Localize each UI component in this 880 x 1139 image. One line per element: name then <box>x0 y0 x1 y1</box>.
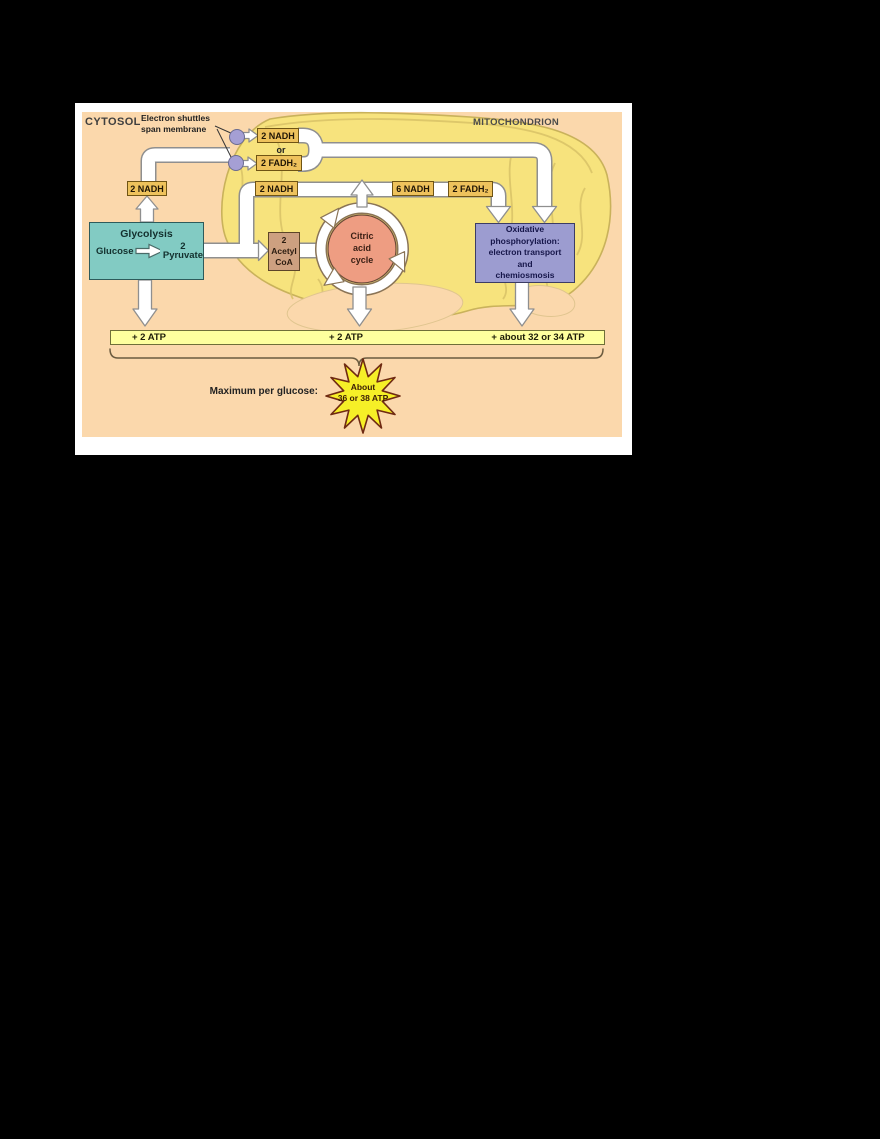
atp-citric: + 2 ATP <box>328 332 364 343</box>
electron-shuttles-line2: span membrane <box>141 124 207 134</box>
citric-fadh2-box: 2 FADH₂ <box>448 181 493 197</box>
citric-circle <box>327 214 397 284</box>
arrow-nadh-to-oxphos <box>485 205 512 224</box>
atp-starburst <box>325 358 401 434</box>
citric-line1: Citric <box>350 231 374 241</box>
shuttle-pointer-line-2 <box>216 128 233 160</box>
oxphos-line3: electron transport <box>488 247 562 258</box>
glycolysis-title: Glycolysis <box>120 228 173 240</box>
arrow-citric-to-atp <box>346 286 373 327</box>
arrow-shuttles-to-oxphos <box>531 205 558 224</box>
citric-cycle-label: Citric acid cycle <box>334 230 390 266</box>
electron-shuttles-note: Electron shuttles span membrane <box>141 113 227 135</box>
maximum-per-glucose-label: Maximum per glucose: <box>209 386 318 397</box>
shuttle-nadh-box: 2 NADH <box>257 128 299 143</box>
starburst-line1: About <box>350 382 376 392</box>
pyruvate-count: 2 <box>180 241 186 252</box>
citric-line3: cycle <box>350 255 374 265</box>
oxphos-line2: phosphorylation: <box>490 235 560 246</box>
pyruvate-stack: 2 Pyruvate <box>162 241 203 261</box>
atp-oxphos: + about 32 or 34 ATP <box>491 332 585 343</box>
oxphos-line4: and <box>517 258 533 269</box>
figure-panel: CYTOSOL MITOCHONDRION Electron shuttles … <box>75 103 632 455</box>
summary-brace <box>109 348 604 367</box>
or-label: or <box>276 145 286 155</box>
atp-totals-bar: + 2 ATP + 2 ATP + about 32 or 34 ATP <box>110 330 605 345</box>
arrow-citric-to-nadh <box>350 179 374 208</box>
acetyl-line2: CoA <box>275 257 293 267</box>
glycolysis-reaction: Glucose 2 Pyruvate <box>90 241 203 261</box>
atp-glycolysis: + 2 ATP <box>131 332 167 343</box>
pyruvate-oxidation-nadh-box: 2 NADH <box>255 181 298 196</box>
pyruvate-label: Pyruvate <box>162 250 203 261</box>
citric-ring-arrows <box>320 207 406 286</box>
oxphos-line1: Oxidative <box>505 224 545 235</box>
arrow-glycolysis-to-nadh <box>135 195 159 223</box>
flow-arrows <box>132 128 558 327</box>
cytosol-label: CYTOSOL <box>85 116 141 128</box>
acetyl-coa-box: 2 Acetyl CoA <box>268 232 300 271</box>
glycolysis-nadh-box: 2 NADH <box>127 181 167 196</box>
shuttle-fadh2-box: 2 FADH₂ <box>256 155 302 171</box>
citric-nadh-box: 6 NADH <box>392 181 434 196</box>
electron-shuttle-dot-2 <box>228 155 244 171</box>
starburst-text: About 36 or 38 ATP <box>327 382 399 404</box>
glycolysis-box: Glycolysis Glucose 2 Pyruvate <box>89 222 204 280</box>
inner-membrane-line <box>264 118 593 174</box>
acetyl-count: 2 <box>281 235 287 245</box>
oxphos-line5: chemiosmosis <box>495 270 555 281</box>
glucose-label: Glucose <box>96 245 134 257</box>
arrow-oxphos-to-atp <box>509 279 535 327</box>
mitochondrion-label: MITOCHONDRION <box>473 117 560 128</box>
electron-shuttle-dot-1 <box>229 129 245 145</box>
arrow-glycolysis-to-atp <box>132 279 158 327</box>
electron-shuttles-line1: Electron shuttles <box>141 113 210 123</box>
citric-line2: acid <box>352 243 371 253</box>
acetyl-line1: Acetyl <box>271 246 297 256</box>
arrow-to-acetyl <box>257 239 270 262</box>
shuttle-pointer-line-1 <box>214 125 234 135</box>
right-block-arrow-icon <box>134 243 160 259</box>
starburst-line2: 36 or 38 ATP <box>337 393 389 403</box>
oxidative-phosphorylation-box: Oxidative phosphorylation: electron tran… <box>475 223 575 283</box>
